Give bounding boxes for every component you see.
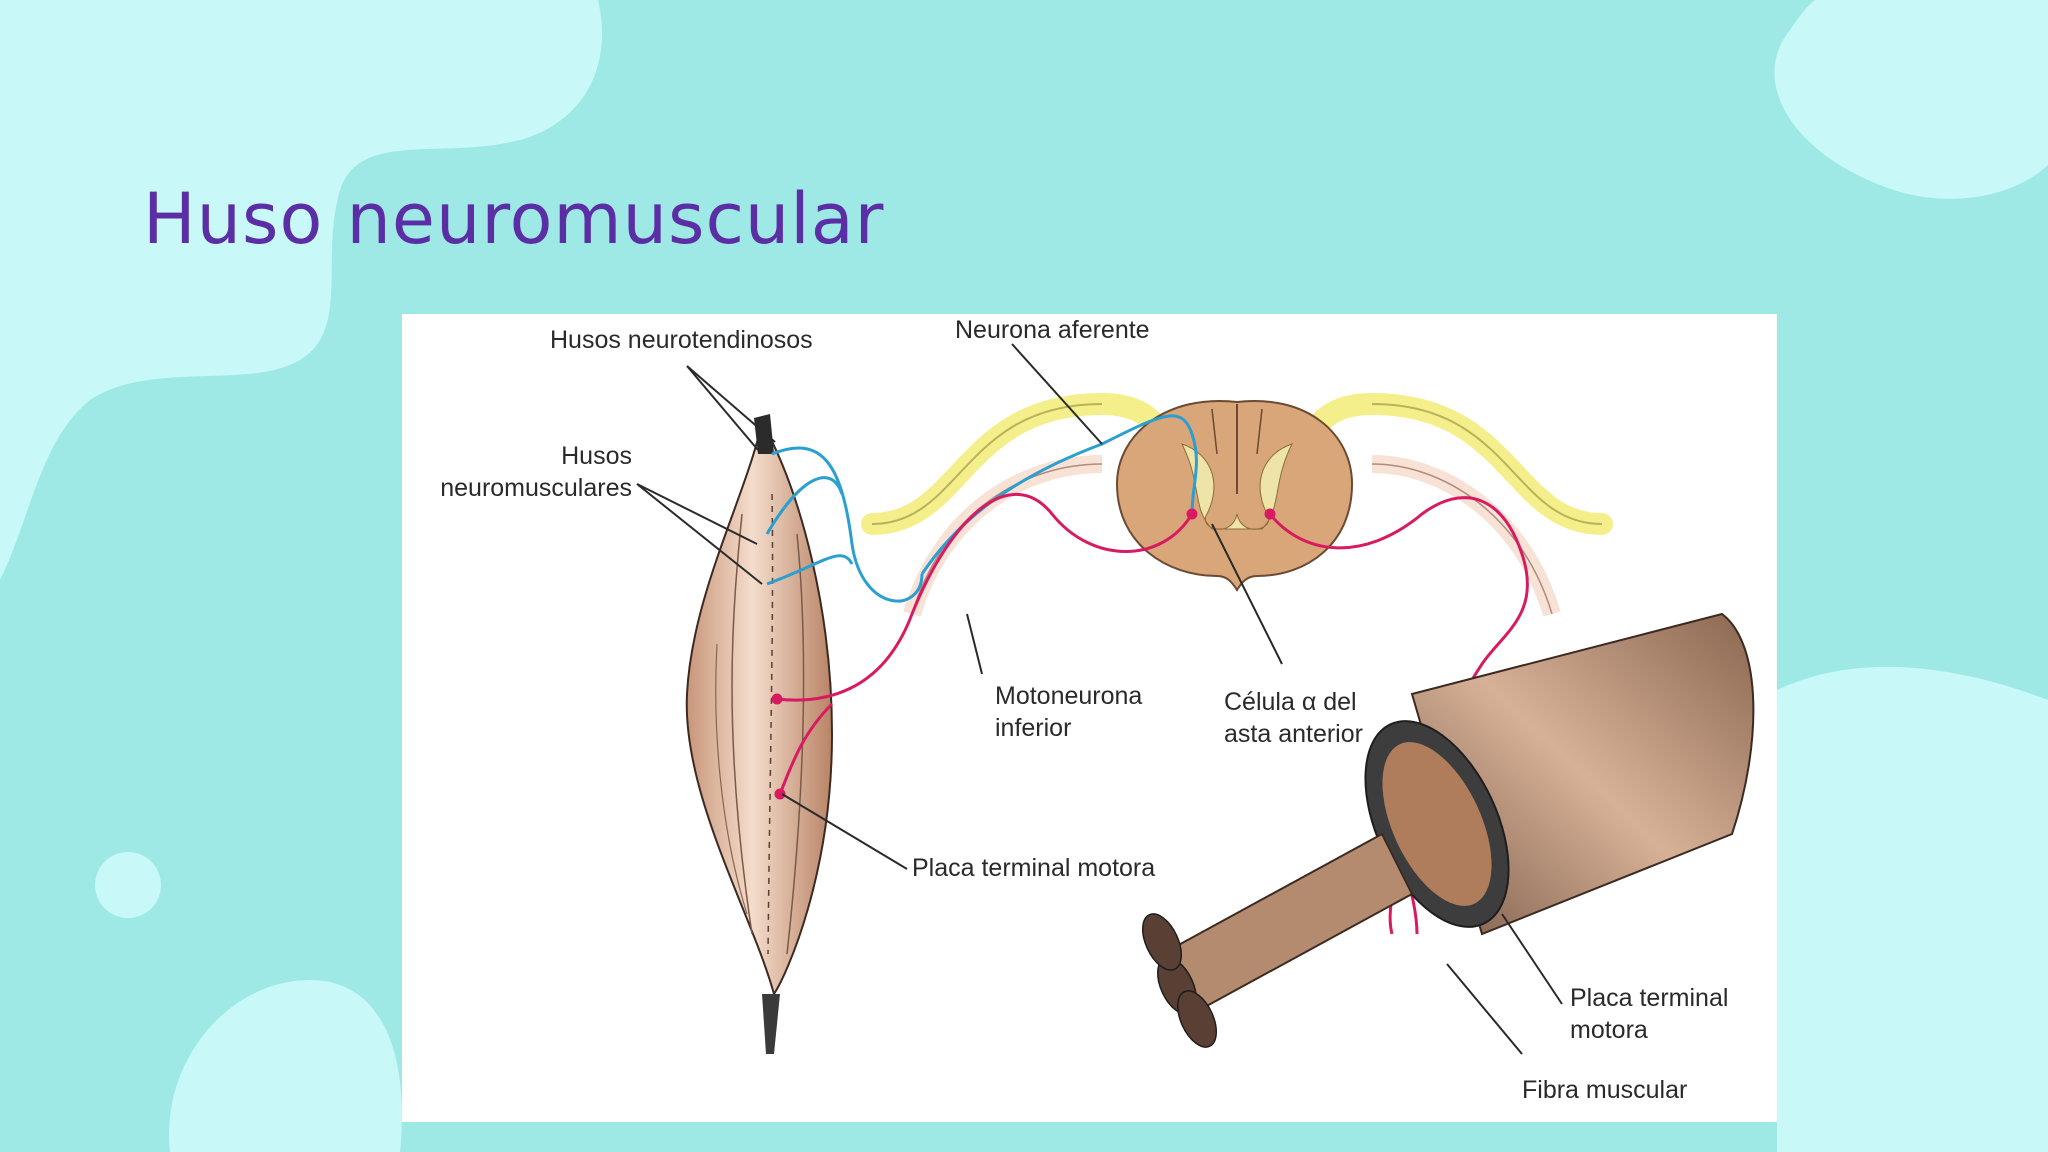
label-celula-alfa-line1: Célula α del	[1224, 688, 1357, 716]
label-motoneurona-line1: Motoneurona	[995, 682, 1142, 710]
muscle-illustration	[685, 414, 834, 1054]
label-placa-terminal-right-line1: Placa terminal	[1570, 984, 1728, 1012]
label-husos-neuromusculares-line2: neuromusculares	[440, 474, 632, 502]
top-left-blob	[0, 0, 602, 580]
label-husos-neuromusculares-line1: Husos	[561, 442, 632, 470]
label-placa-terminal-left: Placa terminal motora	[912, 854, 1155, 882]
muscle-fiber-bundle	[1141, 612, 1755, 1048]
label-placa-terminal-right-line2: motora	[1570, 1016, 1648, 1044]
label-neurona-aferente: Neurona aferente	[955, 316, 1150, 344]
small-dot	[95, 852, 161, 918]
label-motoneurona-line2: inferior	[995, 714, 1071, 742]
bottom-left-blob	[169, 980, 402, 1152]
right-side-blob	[1777, 666, 2048, 1152]
top-right-blob	[1774, 0, 2048, 199]
label-fibra-muscular: Fibra muscular	[1522, 1076, 1687, 1104]
label-husos-neurotendinosos: Husos neurotendinosos	[550, 326, 813, 354]
label-celula-alfa-line2: asta anterior	[1224, 720, 1363, 748]
diagram-panel: Husos neurotendinosos Husos neuromuscula…	[402, 314, 1777, 1122]
leader-lines	[636, 343, 1563, 1055]
neuromuscular-diagram: Husos neurotendinosos Husos neuromuscula…	[440, 316, 1755, 1104]
slide-title: Huso neuromuscular	[143, 178, 885, 260]
spinal-cord-illustration	[861, 392, 1613, 617]
